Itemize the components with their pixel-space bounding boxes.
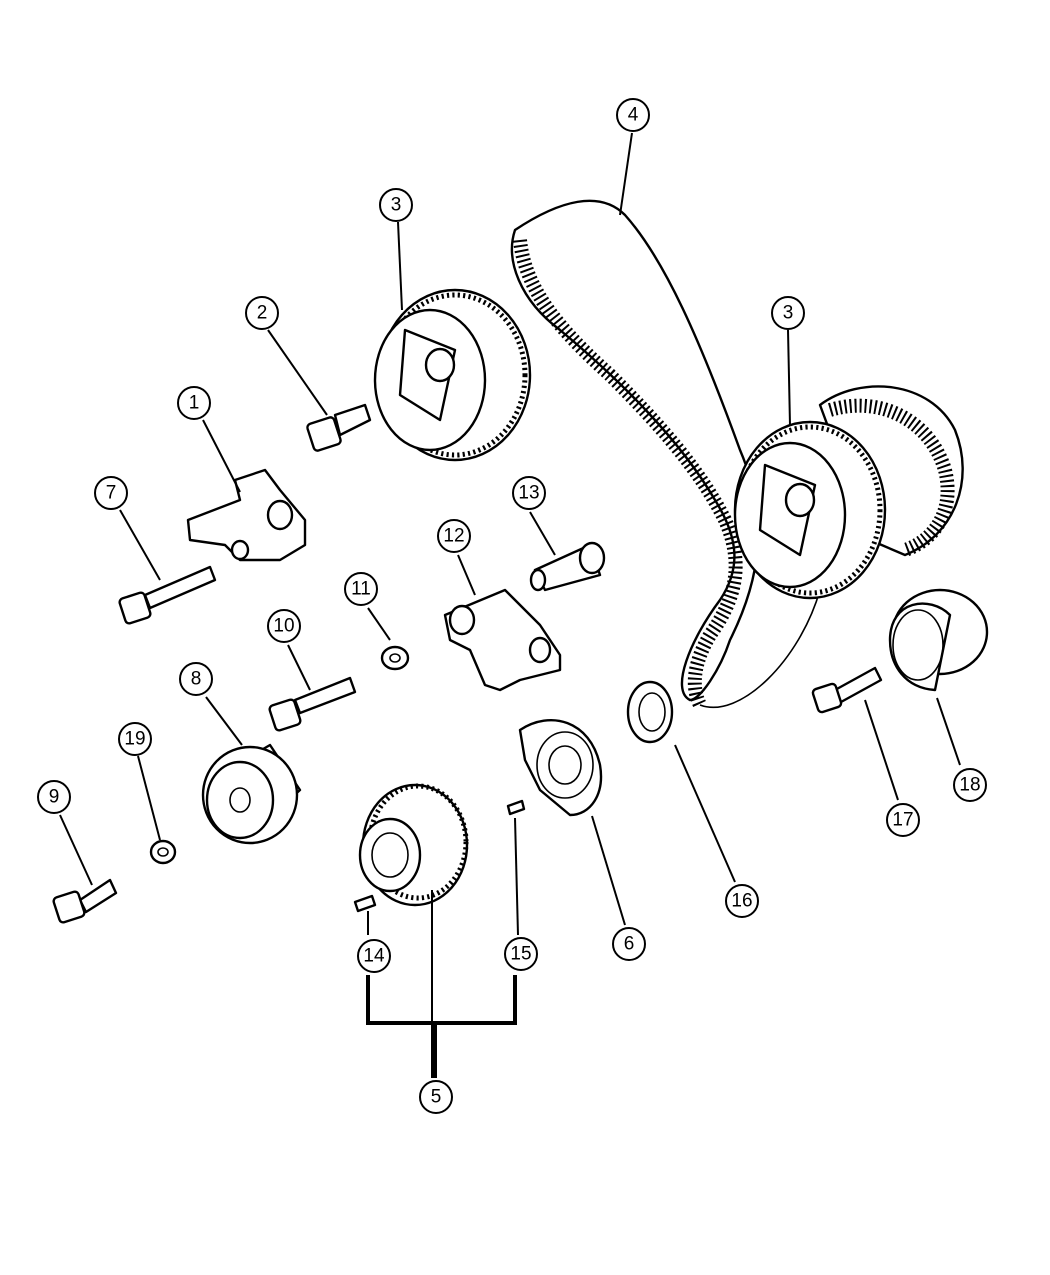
callout-7: 7 xyxy=(94,476,128,510)
callout-13: 13 xyxy=(512,476,546,510)
callout-10: 10 xyxy=(267,609,301,643)
callout-9: 9 xyxy=(37,780,71,814)
svg-text:18: 18 xyxy=(959,775,980,796)
idler-pulley-8 xyxy=(201,743,302,845)
svg-text:14: 14 xyxy=(363,946,385,967)
svg-text:12: 12 xyxy=(443,526,464,547)
idler-pulley-18 xyxy=(888,588,989,692)
callout-3-left: 3 xyxy=(379,188,413,222)
washer-19 xyxy=(149,839,177,865)
svg-text:1: 1 xyxy=(189,393,200,414)
key-14 xyxy=(353,894,377,913)
svg-text:4: 4 xyxy=(628,105,639,126)
sensor-plate-6 xyxy=(518,718,603,817)
bolt-10 xyxy=(268,676,357,732)
camshaft-sprocket-left xyxy=(373,288,532,462)
svg-text:3: 3 xyxy=(783,303,794,324)
callout-4: 4 xyxy=(616,98,650,132)
svg-text:10: 10 xyxy=(273,616,294,637)
bolt-2 xyxy=(306,403,372,452)
callout-11: 11 xyxy=(344,572,378,606)
bolt-17 xyxy=(811,666,883,714)
svg-text:8: 8 xyxy=(191,669,202,690)
leader-lines xyxy=(59,132,961,1078)
svg-text:19: 19 xyxy=(124,729,145,750)
callout-8: 8 xyxy=(179,662,213,696)
callout-2: 2 xyxy=(245,296,279,330)
svg-text:11: 11 xyxy=(351,579,371,600)
callout-14: 14 xyxy=(357,939,391,973)
svg-text:7: 7 xyxy=(106,483,117,504)
callout-6: 6 xyxy=(612,927,646,961)
timing-belt xyxy=(510,199,821,709)
bracket-12 xyxy=(443,588,562,692)
svg-text:15: 15 xyxy=(510,944,531,965)
callout-3-right: 3 xyxy=(771,296,805,330)
callout-18: 18 xyxy=(953,768,987,802)
callout-12: 12 xyxy=(437,519,471,553)
crankshaft-sprocket xyxy=(358,783,469,907)
svg-text:3: 3 xyxy=(391,195,402,216)
svg-text:13: 13 xyxy=(518,483,539,504)
seal-16 xyxy=(626,680,674,744)
svg-text:16: 16 xyxy=(731,891,752,912)
camshaft-sprocket-right xyxy=(733,385,964,600)
bolt-7 xyxy=(118,565,217,625)
svg-text:2: 2 xyxy=(257,303,268,324)
svg-text:9: 9 xyxy=(49,787,60,808)
callout-15: 15 xyxy=(504,937,538,971)
bolt-9 xyxy=(52,878,118,924)
callout-1: 1 xyxy=(177,386,211,420)
callout-16: 16 xyxy=(725,884,759,918)
callout-17: 17 xyxy=(886,803,920,837)
washer-11 xyxy=(380,645,410,671)
callout-5: 5 xyxy=(419,1080,453,1114)
sleeve-13 xyxy=(529,541,606,592)
key-15 xyxy=(506,799,526,816)
tensioner xyxy=(186,468,307,562)
svg-text:5: 5 xyxy=(431,1087,442,1108)
svg-text:6: 6 xyxy=(624,934,635,955)
svg-text:17: 17 xyxy=(892,810,913,831)
callout-19: 19 xyxy=(118,722,152,756)
